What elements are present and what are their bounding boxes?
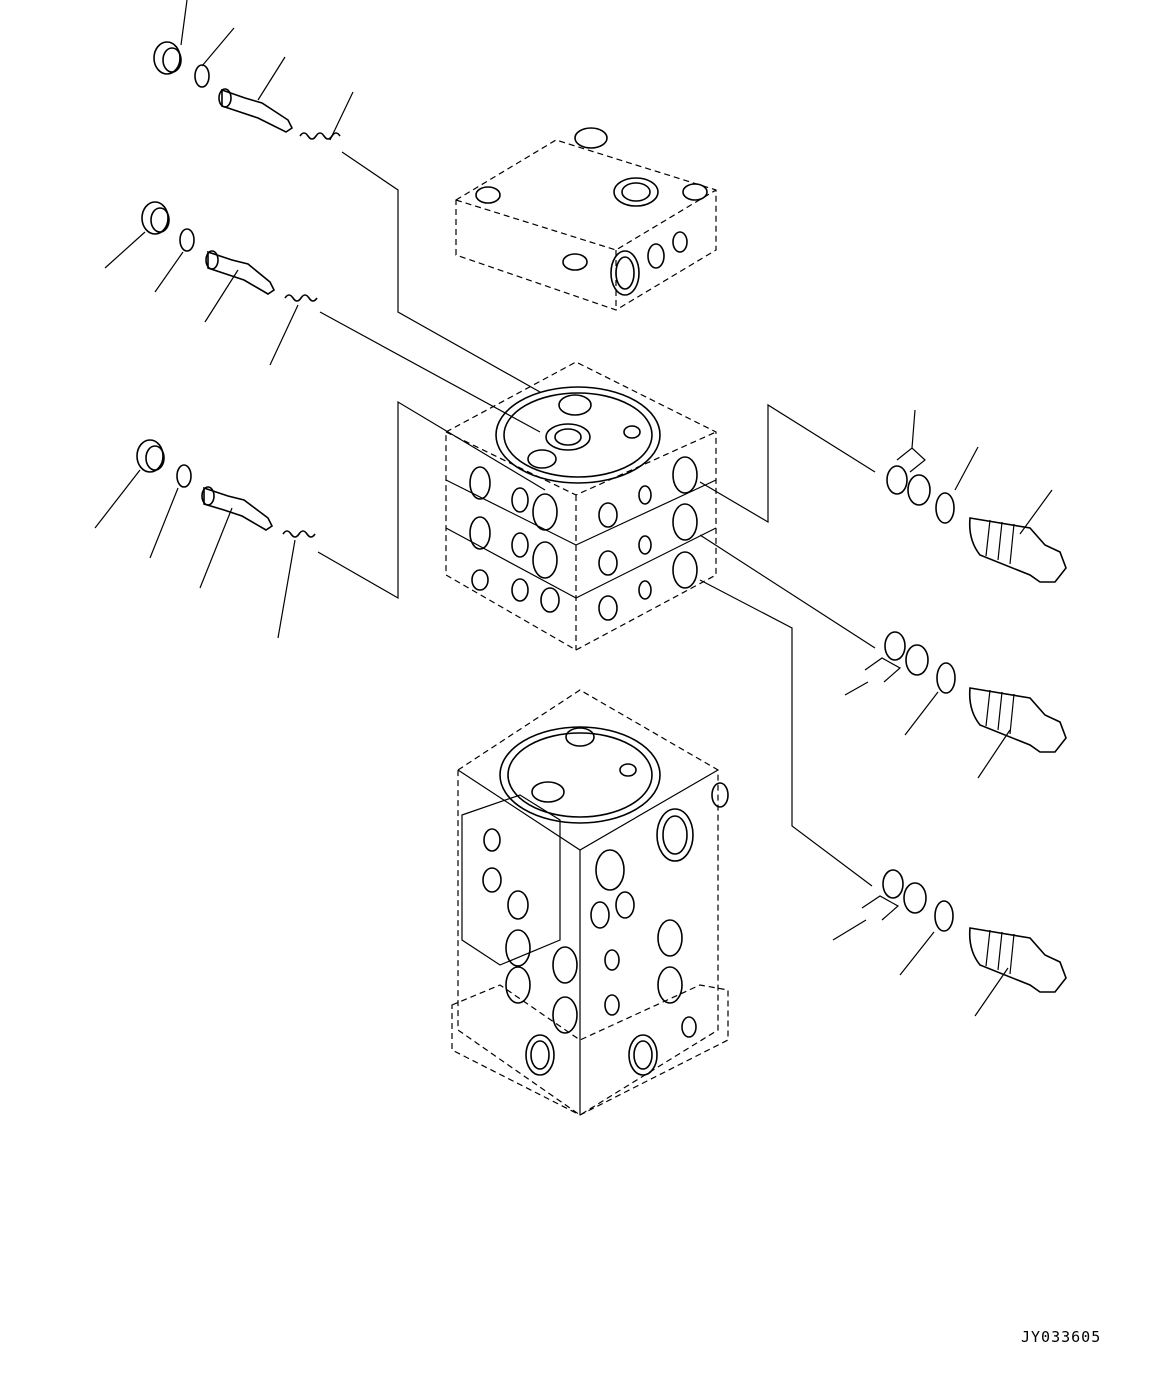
- spool-assembly-3: [94, 400, 546, 639]
- spool-assembly-1: [153, 0, 541, 393]
- relief-valve-assembly-2: [699, 534, 1067, 779]
- drawing-code: JY033605: [1021, 1328, 1102, 1346]
- upper-cover-block: [455, 127, 717, 311]
- relief-valve-assembly-3: [699, 579, 1067, 1017]
- middle-valve-section: [445, 361, 717, 651]
- lower-valve-body: [451, 689, 729, 1116]
- relief-valve-assembly-1: [699, 403, 1067, 583]
- spool-assembly-2: [104, 201, 541, 433]
